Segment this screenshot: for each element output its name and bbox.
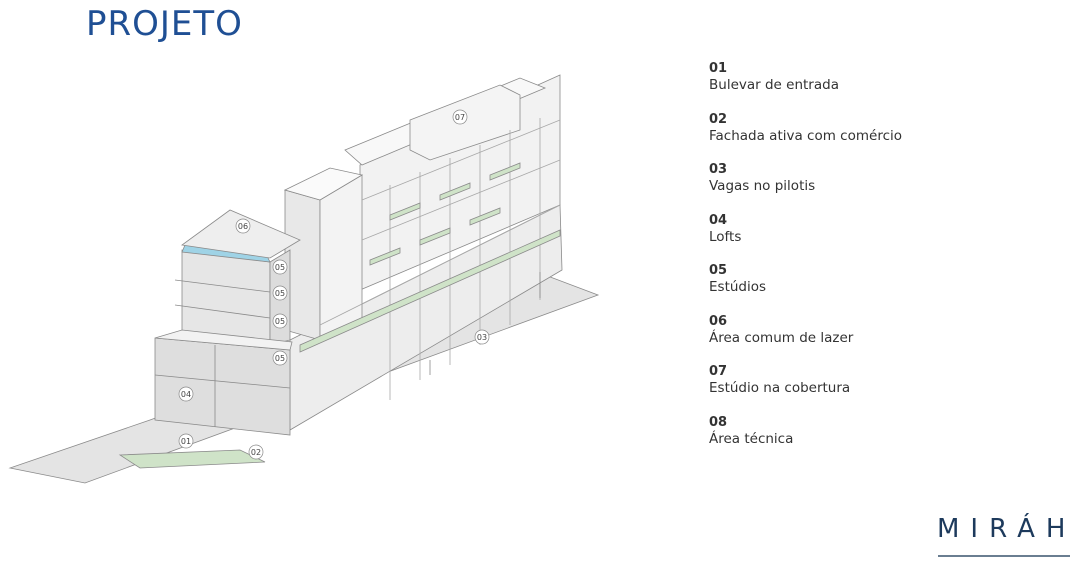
- svg-text:05: 05: [275, 354, 285, 363]
- page-title: PROJETO: [86, 4, 243, 44]
- legend-label: Estúdios: [709, 279, 767, 295]
- core-tower-side: [319, 174, 363, 341]
- brand-logo: MIRÁH: [937, 514, 1077, 544]
- legend-label: Área técnica: [709, 430, 794, 447]
- marker-07: 07: [452, 109, 468, 125]
- brand-underline: [938, 555, 1070, 557]
- svg-text:06: 06: [238, 222, 248, 231]
- svg-text:03: 03: [477, 333, 487, 342]
- svg-text:05: 05: [275, 317, 285, 326]
- svg-text:02: 02: [251, 448, 261, 457]
- marker-05: 05: [272, 350, 288, 366]
- marker-01: 01: [178, 433, 194, 449]
- svg-text:04: 04: [181, 390, 191, 399]
- svg-text:01: 01: [181, 437, 191, 446]
- svg-text:07: 07: [455, 113, 465, 122]
- legend-number: 02: [709, 111, 728, 127]
- legend-label: Fachada ativa com comércio: [709, 127, 903, 144]
- marker-05: 05: [272, 285, 288, 301]
- core-tower-top: [283, 167, 364, 201]
- legend-label: Vagas no pilotis: [709, 178, 816, 194]
- rooftop-deck: [180, 209, 301, 259]
- lofts-block-top: [154, 329, 293, 351]
- legend-number: 07: [709, 364, 728, 379]
- legend-number: 04: [709, 212, 728, 228]
- marker-06: 06: [235, 218, 251, 234]
- marker-05: 05: [272, 259, 288, 275]
- plan-markers: 07 06 05 05 05 05 04 01 02 03: [178, 109, 490, 460]
- legend-label: Área comum de lazer: [709, 329, 854, 346]
- svg-text:05: 05: [275, 263, 285, 272]
- studio-block-front: [181, 249, 271, 346]
- legend-label: Estúdio na cobertura: [709, 380, 851, 396]
- legend-number: 08: [709, 414, 728, 430]
- legend-label: Lofts: [709, 228, 742, 245]
- marker-04: 04: [178, 386, 194, 402]
- legend-number: 03: [709, 162, 728, 177]
- legend-number: 06: [709, 313, 728, 329]
- garden-strip: [118, 449, 266, 469]
- legend-number: 05: [709, 263, 728, 278]
- lofts-block-front: [154, 337, 291, 436]
- marker-03: 03: [474, 329, 490, 345]
- svg-text:05: 05: [275, 289, 285, 298]
- legend-number: 01: [709, 61, 728, 76]
- penthouse: [409, 84, 521, 161]
- marker-05: 05: [272, 313, 288, 329]
- legend-label: Bulevar de entrada: [709, 77, 839, 93]
- marker-02: 02: [248, 444, 264, 460]
- balcony-planters: [299, 162, 561, 353]
